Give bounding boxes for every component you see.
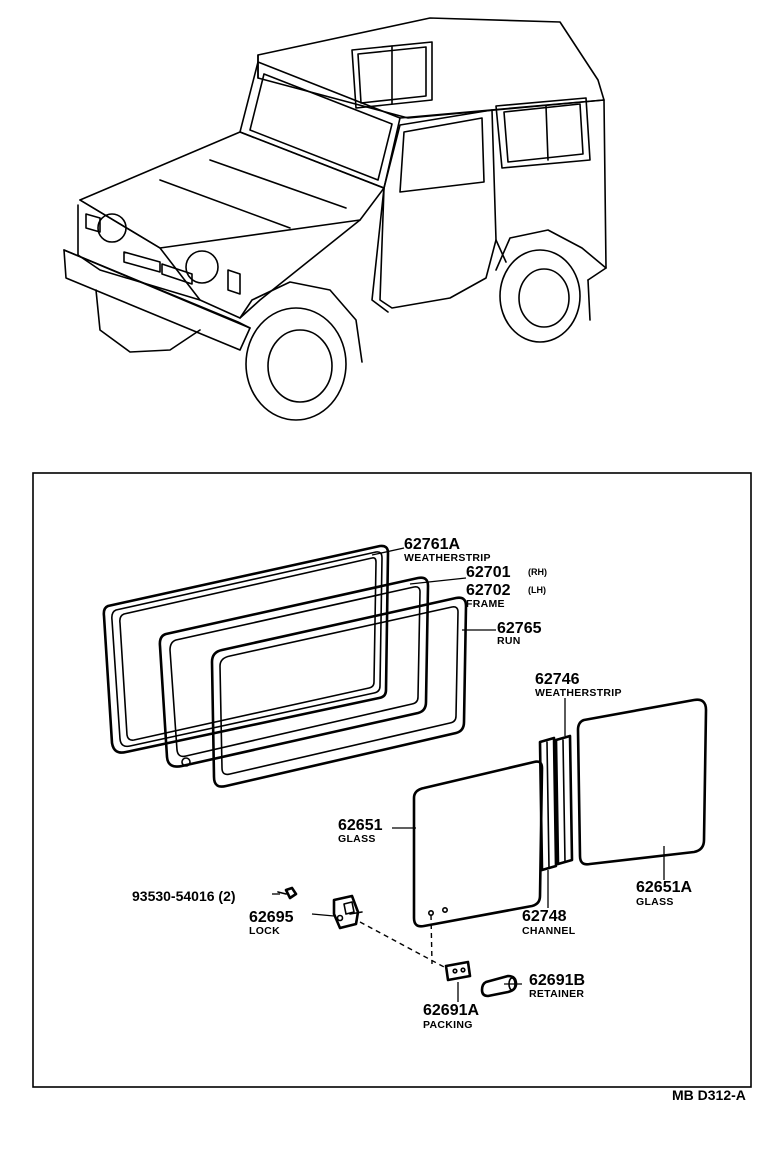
label-62761a-name: WEATHERSTRIP <box>404 552 491 564</box>
run-62765-shape <box>210 596 468 788</box>
label-62765-number: 62765 <box>497 620 542 637</box>
label-62691a-number: 62691A <box>423 1002 479 1019</box>
parts-frame-border <box>32 472 752 1088</box>
label-62746-name: WEATHERSTRIP <box>535 687 622 699</box>
weatherstrip-62761a-shape <box>102 544 390 754</box>
label-93530-number: 93530-54016 (2) <box>132 888 236 904</box>
label-62702-name: FRAME <box>466 598 505 610</box>
glass-62651a-shape <box>576 698 708 866</box>
packing-62691a-shape <box>444 960 472 982</box>
label-62701-number: 62701 <box>466 564 511 581</box>
glass-62651-shape <box>412 760 544 928</box>
leader-lines <box>272 547 665 1002</box>
label-62695-name: LOCK <box>249 925 280 937</box>
vehicle-illustration <box>63 17 607 421</box>
lock-62695-shape <box>332 894 363 930</box>
label-62746-number: 62746 <box>535 671 580 688</box>
label-62748-number: 62748 <box>522 908 567 925</box>
label-62651-number: 62651 <box>338 817 383 834</box>
label-62651a-number: 62651A <box>636 879 692 896</box>
screw-93530-shape <box>277 886 298 900</box>
label-62702-suffix: (LH) <box>528 585 546 595</box>
label-62691b-number: 62691B <box>529 972 585 989</box>
label-62748-name: CHANNEL <box>522 925 576 937</box>
label-62691b-name: RETAINER <box>529 988 584 1000</box>
label-62651-name: GLASS <box>338 833 376 845</box>
label-62695-number: 62695 <box>249 909 294 926</box>
retainer-62691b-shape <box>480 974 518 998</box>
frame-62701-shape <box>158 576 430 768</box>
label-62761a-number: 62761A <box>404 536 460 553</box>
assembly-dashed-lines <box>359 914 447 969</box>
label-62691a-name: PACKING <box>423 1019 473 1031</box>
label-62702-number: 62702 <box>466 582 511 599</box>
weatherstrip-62746-shape <box>554 734 574 866</box>
label-62765-name: RUN <box>497 635 521 647</box>
diagram-code: MB D312-A <box>672 1087 746 1103</box>
label-62651a-name: GLASS <box>636 896 674 908</box>
label-62701-suffix: (RH) <box>528 567 547 577</box>
